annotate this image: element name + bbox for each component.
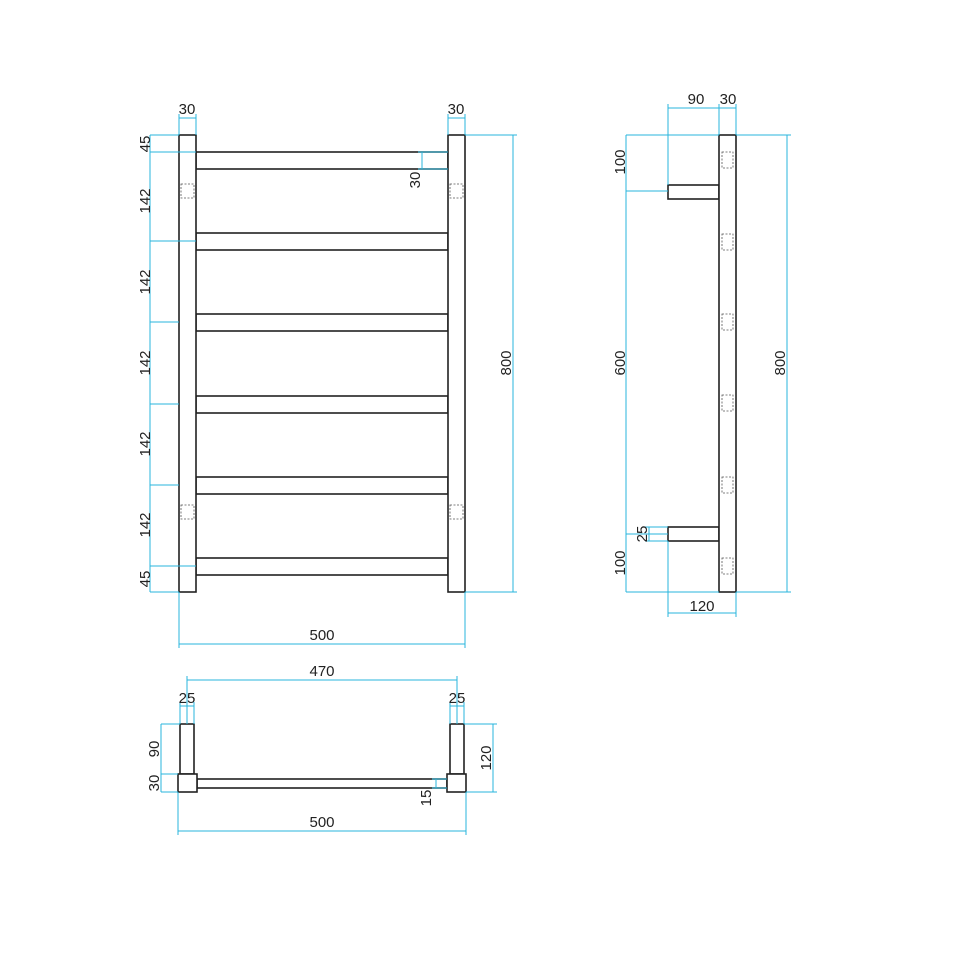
rail-end-icon xyxy=(721,151,734,169)
dim-label: 30 xyxy=(179,101,196,118)
left-bracket xyxy=(179,723,195,775)
top-bracket xyxy=(667,184,720,200)
dim-label: 30 xyxy=(448,101,465,118)
left-post xyxy=(178,134,197,593)
top-rail xyxy=(196,778,448,789)
dim-label: 45 xyxy=(137,136,154,153)
side-view: 90 30 100 600 100 25 800 120 xyxy=(612,91,791,617)
dim-label: 800 xyxy=(772,350,789,375)
rail xyxy=(195,151,449,170)
dim-label: 470 xyxy=(309,663,334,680)
mount-icon xyxy=(180,504,195,520)
front-view: 30 30 45 142 142 142 142 142 45 30 800 5… xyxy=(137,101,517,648)
dim-label: 500 xyxy=(309,814,334,831)
mount-icon xyxy=(449,504,464,520)
rail-end-icon xyxy=(721,394,734,412)
dim-label: 45 xyxy=(137,571,154,588)
dim-label: 25 xyxy=(634,526,651,543)
front-dimensions: 30 30 45 142 142 142 142 142 45 30 800 5… xyxy=(137,101,517,648)
side-post xyxy=(718,134,737,593)
rail-end-icon xyxy=(721,557,734,575)
dim-label: 15 xyxy=(418,790,435,807)
dim-label: 100 xyxy=(612,149,629,174)
dim-label: 142 xyxy=(137,512,154,537)
rail-end-icon xyxy=(721,313,734,331)
dim-label: 600 xyxy=(612,350,629,375)
dim-label: 90 xyxy=(146,741,163,758)
right-bracket xyxy=(449,723,465,775)
mount-icon xyxy=(449,183,464,199)
rail-end-icon xyxy=(721,476,734,494)
dim-label: 25 xyxy=(179,690,196,707)
dim-label: 142 xyxy=(137,269,154,294)
dim-label: 120 xyxy=(478,745,495,770)
dim-label: 30 xyxy=(720,91,737,108)
dim-label: 30 xyxy=(407,172,424,189)
dim-label: 800 xyxy=(498,350,515,375)
dim-label: 142 xyxy=(137,431,154,456)
mount-icon xyxy=(180,183,195,199)
side-dimensions: 90 30 100 600 100 25 800 120 xyxy=(612,91,791,617)
right-post xyxy=(447,134,466,593)
dim-label: 120 xyxy=(689,598,714,615)
rail xyxy=(195,557,449,576)
bottom-bracket xyxy=(667,526,720,542)
rail xyxy=(195,232,449,251)
rail xyxy=(195,476,449,495)
top-view: 470 25 25 90 30 120 15 500 xyxy=(146,663,497,835)
left-post-section xyxy=(177,773,198,793)
rails xyxy=(195,151,449,576)
rail-end-icon xyxy=(721,233,734,251)
top-dimensions: 470 25 25 90 30 120 15 500 xyxy=(146,663,497,835)
rail xyxy=(195,313,449,332)
dim-label: 142 xyxy=(137,188,154,213)
rail xyxy=(195,395,449,414)
dim-label: 500 xyxy=(309,627,334,644)
dim-label: 30 xyxy=(146,775,163,792)
dim-label: 90 xyxy=(688,91,705,108)
right-post-section xyxy=(446,773,467,793)
dim-label: 25 xyxy=(449,690,466,707)
dim-label: 100 xyxy=(612,550,629,575)
dim-label: 142 xyxy=(137,350,154,375)
